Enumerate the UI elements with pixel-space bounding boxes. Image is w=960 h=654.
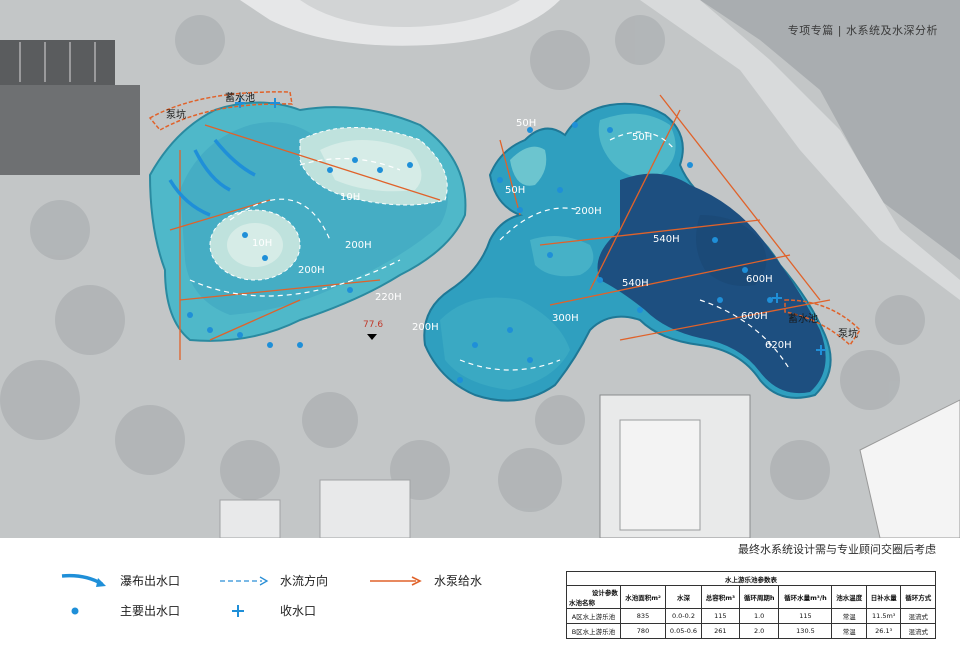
pump-supply-arrow-icon xyxy=(370,575,422,586)
legend-flow: 水流方向 xyxy=(218,572,328,589)
table-cell: B区水上游乐池 xyxy=(566,623,621,639)
table-cell: 混流式 xyxy=(900,608,936,624)
pump-pit-label: 泵坑 xyxy=(838,329,858,340)
site-plan-drawing xyxy=(0,0,960,538)
reservoir-label: 蓄水池 xyxy=(788,314,818,325)
elevation-label: 77.6 xyxy=(363,320,384,330)
legend-label: 主要出水口 xyxy=(120,604,181,618)
table-caption: 水上游乐池参数表 xyxy=(566,571,936,586)
legend-label: 水泵给水 xyxy=(434,574,483,588)
depth-label: 600H xyxy=(746,274,773,285)
waterfall-arrow-icon xyxy=(61,573,106,587)
legend-label: 收水口 xyxy=(280,604,317,618)
pump-pit-label: 泵坑 xyxy=(166,110,186,121)
intake-plus-icon xyxy=(232,604,244,617)
table-cell: 1.0 xyxy=(738,608,780,624)
legend-label: 瀑布出水口 xyxy=(120,573,181,588)
parameter-table: 水上游乐池参数表 设计参数 水池名称 水池面积m² 水深 总容积m³ 循环周期h… xyxy=(566,571,936,639)
table-cell: A区水上游乐池 xyxy=(566,608,621,624)
depth-label: 50H xyxy=(505,185,526,196)
table-header-row: 设计参数 水池名称 水池面积m² 水深 总容积m³ 循环周期h 循环水量m³/h… xyxy=(566,585,936,609)
table-cell: 混流式 xyxy=(900,623,936,639)
table-cell: 780 xyxy=(619,623,667,639)
flow-direction-icon xyxy=(220,575,269,586)
depth-label: 200H xyxy=(575,206,602,217)
depth-label: 300H xyxy=(552,313,579,324)
table-cell: 0.0-0.2 xyxy=(665,608,702,624)
table-header-cell: 日补水量 xyxy=(865,585,902,609)
table-cell: 0.05-0.6 xyxy=(665,623,702,639)
table-header-cell: 总容积m³ xyxy=(700,585,740,609)
table-cell: 11.5m³ xyxy=(865,608,902,624)
table-cell: 115 xyxy=(778,608,833,624)
depth-label: 200H xyxy=(345,240,372,251)
table-header-cell: 循环周期h xyxy=(738,585,780,609)
depth-label: 220H xyxy=(375,292,402,303)
depth-label: 200H xyxy=(298,265,325,276)
table-cell: 常温 xyxy=(831,608,867,624)
table-header-cell: 循环方式 xyxy=(900,585,936,609)
site-plan: 专项专篇 | 水系统及水深分析 泵坑 蓄水池 泵坑 蓄水池 77.6 10H 1… xyxy=(0,0,960,538)
depth-label: 200H xyxy=(412,322,439,333)
design-note: 最终水系统设计需与专业顾问交圈后考虑 xyxy=(738,543,936,556)
table-cell: 115 xyxy=(700,608,740,624)
table-corner-top: 设计参数 xyxy=(591,589,618,597)
legend-label: 水流方向 xyxy=(280,574,329,588)
reservoir-label: 蓄水池 xyxy=(225,93,255,104)
table-cell: 2.0 xyxy=(738,623,780,639)
legend-intake: 收水口 xyxy=(218,602,316,619)
table-row: B区水上游乐池 780 0.05-0.6 261 2.0 130.5 常温 26… xyxy=(566,623,936,639)
legend-waterfall: 瀑布出水口 xyxy=(60,570,180,590)
table-header-cell: 水池面积m² xyxy=(619,585,667,609)
table-cell: 常温 xyxy=(831,623,867,639)
depth-label: 50H xyxy=(632,132,653,143)
depth-label: 540H xyxy=(622,278,649,289)
legend-pump: 水泵给水 xyxy=(368,572,482,589)
depth-label: 600H xyxy=(741,311,768,322)
outlet-dot-icon xyxy=(71,607,79,614)
page-title: 专项专篇 | 水系统及水深分析 xyxy=(787,24,938,37)
legend: 瀑布出水口 主要出水口 水流方向 收水口 水泵给水 xyxy=(0,566,540,646)
table-cell: 130.5 xyxy=(778,623,833,639)
table-row: A区水上游乐池 835 0.0-0.2 115 1.0 115 常温 11.5m… xyxy=(566,608,936,624)
legend-outlet: 主要出水口 xyxy=(60,602,180,619)
table-header-cell: 水深 xyxy=(665,585,702,609)
depth-label: 50H xyxy=(516,118,537,129)
table-cell: 261 xyxy=(700,623,740,639)
depth-label: 540H xyxy=(653,234,680,245)
table-cell: 26.1³ xyxy=(865,623,902,639)
table-cell: 835 xyxy=(619,608,667,624)
table-corner-bottom: 水池名称 xyxy=(569,599,595,607)
table-header-cell: 循环水量m³/h xyxy=(778,585,833,609)
table-corner-cell: 设计参数 水池名称 xyxy=(566,585,621,609)
depth-label: 620H xyxy=(765,340,792,351)
depth-label: 10H xyxy=(252,238,273,249)
depth-label: 10H xyxy=(340,192,361,203)
table-header-cell: 池水温度 xyxy=(831,585,867,609)
